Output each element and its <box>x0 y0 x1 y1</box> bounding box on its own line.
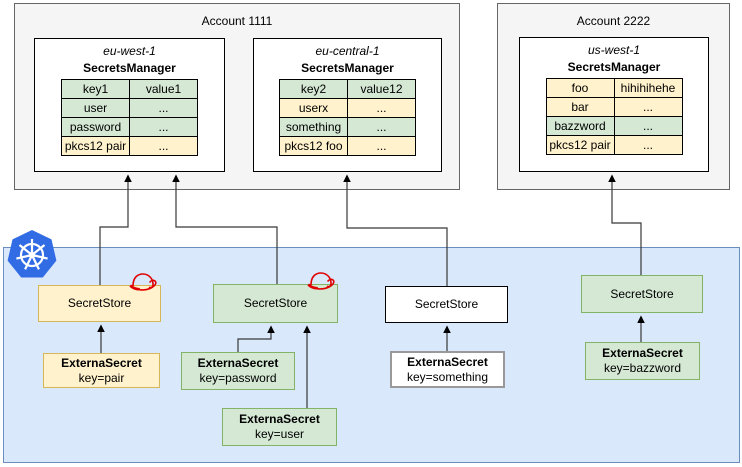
redhat-icon <box>307 272 335 290</box>
table-row: password ... <box>61 117 198 137</box>
table-row: key1 value1 <box>61 79 198 99</box>
table-row: bar ... <box>545 97 683 117</box>
region-box-us-west-1: us-west-1 SecretsManager foo hihihihehe … <box>519 37 709 172</box>
table-row: something ... <box>279 117 416 137</box>
table-cell-value: ... <box>347 117 416 137</box>
secretstore-label: SecretStore <box>610 286 674 301</box>
secretstore-label: SecretStore <box>414 297 479 311</box>
table-cell-key: pkcs12 foo <box>279 136 348 156</box>
region-box-eu-central-1: eu-central-1 SecretsManager key2 value12… <box>253 38 442 172</box>
secretstore-node-4: SecretStore <box>581 275 703 313</box>
externalsecret-node-password: ExternaSecret key=password <box>181 352 295 390</box>
secretstore-node-3: SecretStore <box>385 286 508 323</box>
service-title: SecretsManager <box>83 61 176 75</box>
table-cell-value: value1 <box>129 79 198 99</box>
table-cell-value: ... <box>613 116 683 136</box>
table-cell-value: ... <box>129 98 198 118</box>
externalsecret-title: ExternaSecret <box>407 354 488 369</box>
externalsecret-key: key=password <box>199 371 277 385</box>
table-row: userx ... <box>279 98 416 118</box>
region-title: eu-west-1 <box>103 44 156 58</box>
table-cell-value: ... <box>347 136 416 156</box>
externalsecret-key: key=something <box>406 369 489 384</box>
externalsecret-node-bazzword: ExternaSecret key=bazzword <box>585 342 700 380</box>
table-cell-value: ... <box>129 136 198 156</box>
secretstore-label: SecretStore <box>243 296 308 310</box>
service-title: SecretsManager <box>301 61 394 75</box>
table-cell-key: key2 <box>279 79 348 99</box>
table-cell-value: ... <box>347 98 416 118</box>
table-cell-value: hihihihehe <box>613 78 683 98</box>
externalsecret-title: ExternaSecret <box>602 346 683 360</box>
table-row: bazzword ... <box>545 116 683 136</box>
secretstore-node-2: SecretStore <box>213 284 338 323</box>
region-title: eu-central-1 <box>315 44 380 58</box>
table-row: pkcs12 foo ... <box>279 136 416 156</box>
externalsecret-key: key=user <box>254 427 305 441</box>
externalsecret-title: ExternaSecret <box>61 355 142 370</box>
table-cell-key: bar <box>545 97 615 117</box>
table-cell-key: something <box>279 117 348 137</box>
externalsecret-key: key=bazzword <box>603 361 682 375</box>
externalsecret-node-pair: ExternaSecret key=pair <box>43 353 160 388</box>
secretstore-node-1: SecretStore <box>38 285 161 322</box>
externalsecret-title: ExternaSecret <box>239 412 320 426</box>
account-title: Account 2222 <box>576 14 651 28</box>
secrets-table: key2 value12 userx ... something ... pkc… <box>279 79 416 156</box>
table-row: user ... <box>61 98 198 118</box>
table-cell-value: ... <box>613 97 683 117</box>
externalsecret-node-something: ExternaSecret key=something <box>390 351 505 388</box>
table-cell-key: bazzword <box>545 116 615 136</box>
kubernetes-icon <box>7 230 57 278</box>
externalsecret-key: key=pair <box>78 370 125 385</box>
table-row: key2 value12 <box>279 79 416 99</box>
table-row: foo hihihihehe <box>545 78 683 98</box>
table-cell-value: ... <box>129 117 198 137</box>
table-row: pkcs12 pair ... <box>545 135 683 155</box>
table-cell-key: userx <box>279 98 348 118</box>
secrets-table: foo hihihihehe bar ... bazzword ... pkcs… <box>545 78 683 155</box>
region-box-eu-west-1: eu-west-1 SecretsManager key1 value1 use… <box>34 38 225 172</box>
table-row: pkcs12 pair ... <box>61 136 198 156</box>
externalsecret-node-user: ExternaSecret key=user <box>222 408 337 446</box>
table-cell-key: key1 <box>61 79 130 99</box>
account-title: Account 1111 <box>201 14 273 28</box>
table-cell-key: user <box>61 98 130 118</box>
table-cell-key: pkcs12 pair <box>545 135 615 155</box>
service-title: SecretsManager <box>567 60 661 74</box>
region-title: us-west-1 <box>587 43 640 57</box>
externalsecret-title: ExternaSecret <box>197 356 279 370</box>
secrets-table: key1 value1 user ... password ... pkcs12… <box>61 79 198 156</box>
table-cell-value: value12 <box>347 79 416 99</box>
redhat-icon <box>129 273 157 291</box>
table-cell-key: foo <box>545 78 615 98</box>
secretstore-label: SecretStore <box>67 296 132 310</box>
table-cell-key: password <box>61 117 130 137</box>
table-cell-key: pkcs12 pair <box>61 136 130 156</box>
table-cell-value: ... <box>613 135 683 155</box>
